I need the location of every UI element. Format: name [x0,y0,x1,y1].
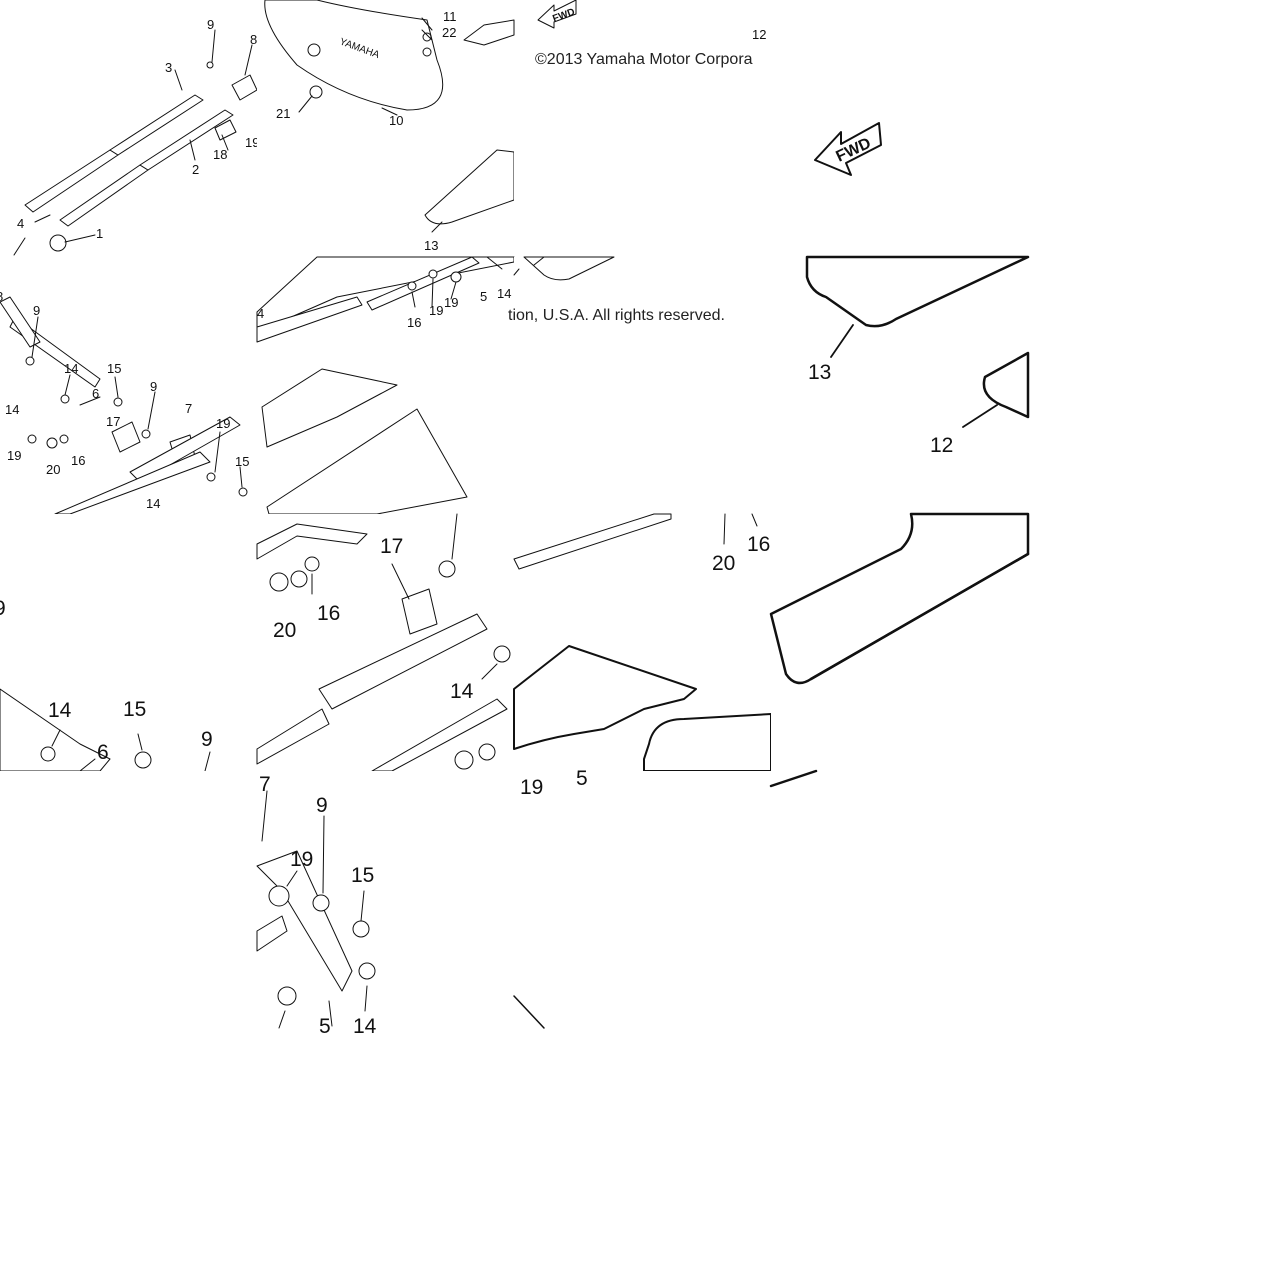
callout-label: 12 [930,434,953,457]
callout-label: 20 [273,619,296,642]
callout-label: 10 [389,113,403,128]
callout-label: 6 [97,741,109,764]
callout-label: 19 [7,448,21,463]
tile-blank-a [0,771,257,1028]
callout-label: 14 [497,286,511,301]
tile-clamp-detail: 7 9 19 15 14 5 [256,771,514,1038]
callout-label: 8 [0,289,3,304]
callout-label: 9 [33,303,40,318]
callout-label: 19 [444,295,458,310]
tile-mats-labels: 13 12 [771,255,1030,514]
tile-blank-b [769,769,1028,1028]
callout-label: 12 [752,27,766,42]
callout-label: 19 [216,416,230,431]
callout-label: 18 [213,147,227,162]
callout-label: 7 [185,401,192,416]
svg-text:FWD: FWD [551,7,576,25]
callout-label: 16 [71,453,85,468]
tile-copyright-right: tion, U.S.A. All rights reserved. [508,256,771,514]
tile-brackets: 8 9 14 15 6 14 17 7 9 19 15 19 20 16 14 [0,257,257,515]
callout-label: 16 [317,602,340,625]
callout-label: 9 [0,597,6,620]
callout-label: 9 [150,379,157,394]
callout-label: 5 [576,767,588,790]
callout-label: 11 [443,9,457,24]
callout-label: 19 [245,135,259,150]
callout-label: 17 [106,414,120,429]
tile-mats-center: 4 16 19 19 5 14 13 [256,238,515,515]
callout-label: 9 [316,794,328,817]
tile-fwd-copyright: FWD 12 ©2013 Yamaha Motor Corpora [463,0,771,257]
callout-label: 15 [123,698,146,721]
callout-label: 4 [17,216,24,231]
callout-label: 9 [207,17,214,32]
callout-label: 5 [480,289,487,304]
callout-label: 14 [64,361,78,376]
tile-bumper: YAMAHA 11 22 21 10 [257,0,515,257]
callout-label: 14 [146,496,160,511]
callout-label: 19 [429,303,443,318]
callout-label: 14 [450,680,474,703]
copyright-right: tion, U.S.A. All rights reserved. [508,307,725,324]
callout-label: 5 [319,1015,331,1038]
callout-label: 16 [407,315,421,330]
fwd-arrow-icon: FWD [814,122,882,176]
tile-bracket-detail: 9 14 15 6 9 [0,514,257,772]
callout-label: 15 [235,454,249,469]
callout-label: 22 [442,25,456,40]
callout-label: 17 [380,535,403,558]
callout-label: 15 [351,864,374,887]
tile-rail-detail: 17 16 20 14 [256,513,514,772]
callout-label: 6 [92,386,99,401]
tile-mat-edge [769,512,1030,771]
callout-label: 9 [201,728,213,751]
callout-label: 14 [5,402,19,417]
callout-label: 19 [520,776,543,799]
callout-label: 14 [48,699,72,722]
tile-side-rails-overview: 9 8 3 2 18 19 4 1 [0,0,259,257]
callout-label: 4 [257,306,264,321]
callout-label: 13 [808,361,831,384]
copyright-left: ©2013 Yamaha Motor Corpora [535,51,753,68]
callout-label: 19 [290,848,313,871]
callout-label: 14 [353,1015,377,1038]
callout-label: 2 [192,162,199,177]
callout-label: 16 [747,533,770,556]
callout-label: 15 [107,361,121,376]
fwd-arrow-icon: FWD [537,0,577,29]
callout-label: 3 [165,60,172,75]
callout-label: 20 [46,462,60,477]
callout-label: 7 [259,773,271,796]
callout-label: 21 [276,106,290,121]
callout-label: 1 [96,226,103,241]
tile-mat-detail: 20 16 [513,513,772,772]
callout-label: 20 [712,552,735,575]
callout-label: 8 [250,32,257,47]
tile-fwd-large: FWD [771,0,1028,257]
callout-label: 13 [424,238,438,253]
tile-edge-line: 19 5 [513,767,771,1029]
